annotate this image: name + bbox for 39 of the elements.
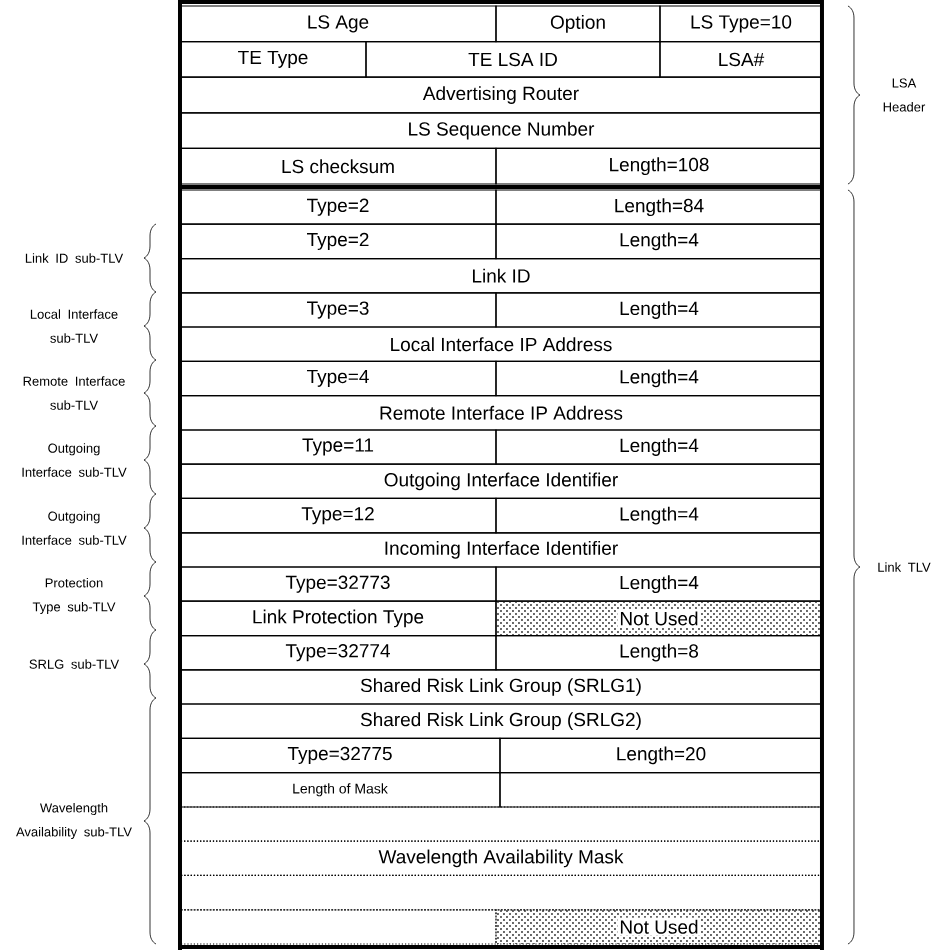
field-cell: Type=32775 — [179, 737, 501, 774]
field-cell: LS Type=10 — [659, 5, 823, 43]
field-cell: Link ID — [179, 258, 823, 294]
field-cell: Type=32773 — [179, 566, 497, 602]
field-cell: LS Age — [179, 5, 497, 43]
field-cell: Option — [495, 5, 661, 43]
field-cell: Length=108 — [495, 147, 823, 185]
field-cell: Length=4 — [495, 292, 823, 328]
field-cell: Advertising Router — [179, 76, 823, 114]
field-cell: Remote Interface IP Address — [179, 395, 823, 431]
field-cell: Type=4 — [179, 360, 497, 397]
field-cell: Type=2 — [179, 223, 497, 260]
field-cell: Incoming Interface Identifier — [179, 532, 823, 568]
field-cell: Length=84 — [495, 189, 823, 225]
field-cell: Length=4 — [495, 566, 823, 602]
field-cell: TE LSA ID — [365, 41, 661, 78]
field-cell: LS Sequence Number — [179, 112, 823, 149]
field-cell: Length=4 — [495, 360, 823, 397]
field-cell: Type=12 — [179, 497, 497, 534]
field-cell: Length=20 — [499, 737, 823, 774]
field-cell: Local Interface IP Address — [179, 326, 823, 362]
field-cell: Type=2 — [179, 189, 497, 225]
field-cell: Shared Risk Link Group (SRLG2) — [179, 703, 823, 739]
field-cell: Type=32774 — [179, 635, 497, 671]
field-cell: Not Used — [495, 909, 823, 945]
field-cell: Type=11 — [179, 429, 497, 465]
field-cell: Length=4 — [495, 497, 823, 534]
field-cell: Wavelength Availability Mask — [179, 840, 823, 876]
field-cell: Type=3 — [179, 292, 497, 328]
field-cell: Length=4 — [495, 223, 823, 260]
field-cell: Not Used — [495, 600, 823, 637]
field-cell: LS checksum — [179, 147, 497, 185]
field-cell: Link Protection Type — [179, 600, 497, 637]
field-cell: Length=4 — [495, 429, 823, 465]
field-cell: Shared Risk Link Group (SRLG1) — [179, 669, 823, 705]
field-cell: Length=8 — [495, 635, 823, 671]
field-cell: Outgoing Interface Identifier — [179, 463, 823, 499]
field-cell: TE Type — [179, 41, 367, 78]
field-cell: LSA# — [659, 41, 823, 78]
